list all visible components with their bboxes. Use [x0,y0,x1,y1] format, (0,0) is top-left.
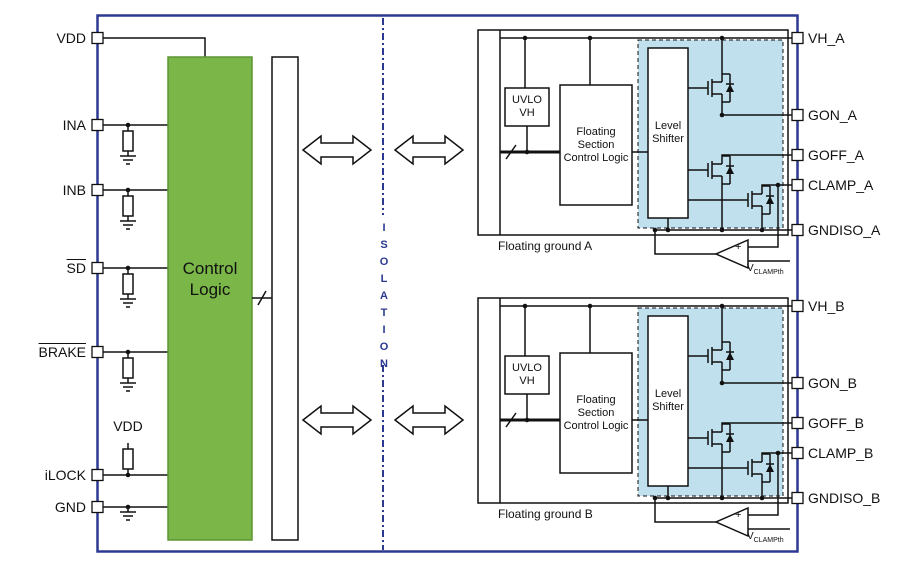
level-shifter-label-b: Level Shifter [652,388,684,413]
pin-label-clamp-b: CLAMP_B [808,445,874,461]
pin-vdd [91,31,104,45]
comparator-plus-b: + [735,509,742,521]
uvlo-label-a: UVLO VH [512,94,542,119]
control-logic-block [167,56,253,541]
pin-vh-b [791,299,804,313]
pin-label-vh-b: VH_B [808,298,845,314]
floating-section-box [477,29,789,236]
pin-sd [91,261,104,275]
vclampth-label-a: VCLAMPth [747,263,784,278]
level-shifter-label-a: Level Shifter [652,120,684,145]
pin-label-ina: INA [62,117,86,133]
chip-border [96,14,799,553]
bus-slash-mark [505,144,517,160]
pin-label-clamp-a: CLAMP_A [808,177,874,193]
pin-gnd [91,500,104,514]
vclampth-label-b: VCLAMPth [747,531,784,546]
pin-label-inb: INB [62,182,86,198]
pin-label-goff-a: GOFF_A [808,147,865,163]
pin-label-ilock: iLOCK [44,467,86,483]
pin-ilock [91,468,104,482]
pin-label-goff-b: GOFF_B [808,415,865,431]
pin-inb [91,183,104,197]
clamp-comparator-icon [714,238,749,270]
pin-label-brake: BRAKE [38,344,86,360]
pin-gndiso-a [791,223,804,237]
left-junction-dots [125,122,131,510]
pin-gon-b [791,376,804,390]
isolation-label: ISOLATION [378,222,390,375]
pin-label-gnd: GND [54,499,86,515]
pin-goff-b [791,416,804,430]
pin-pads [91,31,804,514]
uvlo-label-b: UVLO VH [512,362,542,387]
interface-bus-block [271,56,299,541]
pin-vh-a [791,31,804,45]
pin-label-gndiso-b: GNDISO_B [808,490,881,506]
pin-clamp-a [791,178,804,192]
pin-label-vh-a: VH_A [808,30,845,46]
level-shifter-box [647,47,689,219]
pin-goff-a [791,148,804,162]
vclampth-sub-a: CLAMPth [753,269,784,276]
vdd-pullup-label: VDD [113,418,143,434]
channel-b-shapes [476,296,794,538]
pin-label-gndiso-a: GNDISO_A [808,222,881,238]
vclampth-sub-b: CLAMPth [753,537,784,544]
pin-label-gon-b: GON_B [808,375,858,391]
channel-a-shapes [477,29,792,270]
vclampth-v-b: V [747,531,754,542]
control-logic-label: Control Logic [182,259,238,299]
pin-clamp-b [791,446,804,460]
left-pin-wires [103,37,206,512]
floating-logic-label-a: Floating Section Control Logic [563,125,629,164]
pin-label-sd: SD [66,260,86,276]
pin-label-gon-a: GON_A [808,107,858,123]
pin-brake [91,345,104,359]
pull-resistor-icons [122,130,134,470]
bidirectional-arrow-icon [301,134,373,166]
pin-gon-a [791,108,804,122]
body-diode-icons [726,84,774,204]
pin-gndiso-b [791,491,804,505]
floating-logic-box [559,84,633,206]
floating-ground-label-b: Floating ground B [498,507,593,521]
floating-ground-label-a: Floating ground A [498,239,593,253]
uvlo-box [504,87,550,127]
junction-dots [522,35,781,233]
vclampth-v-a: V [747,263,754,274]
pin-ina [91,118,104,132]
pin-label-vdd: VDD [56,30,86,46]
ground-icons [120,155,136,521]
comparator-plus-a: + [735,241,742,253]
isolation-arrows [301,134,464,435]
bus-slash-mark [257,290,267,306]
floating-logic-label-b: Floating Section Control Logic [563,393,629,432]
